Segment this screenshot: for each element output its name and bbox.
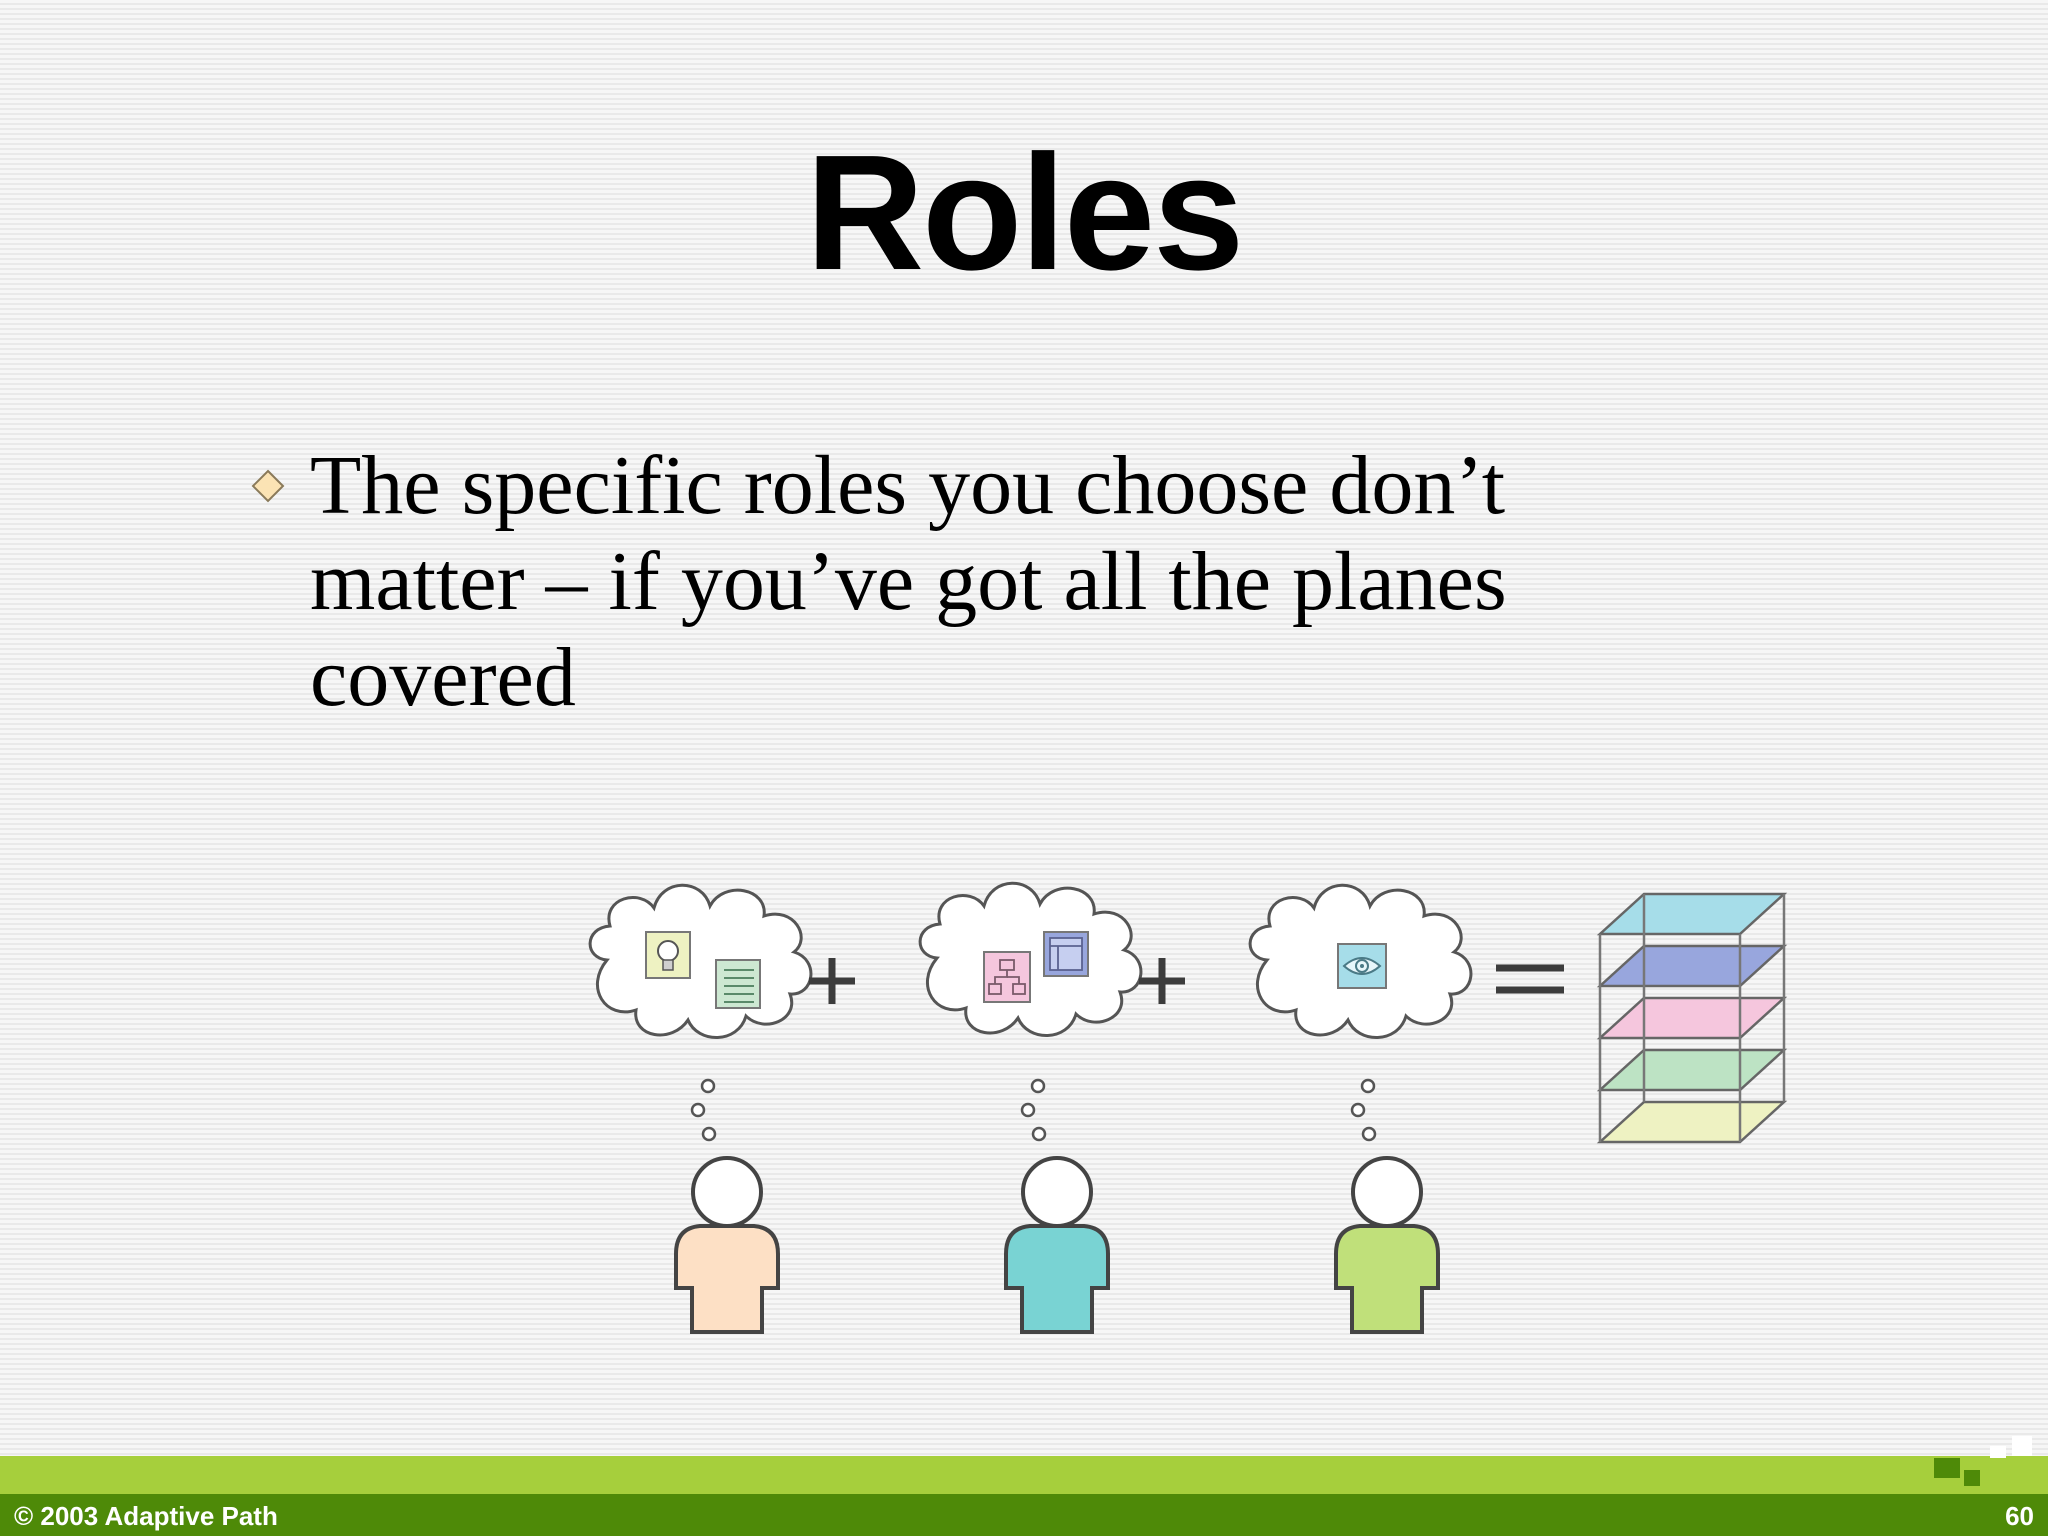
plane-layer <box>1596 996 1788 1040</box>
person-figure <box>1334 1156 1440 1334</box>
person-body <box>1334 1224 1440 1334</box>
wireframe-icon <box>1043 931 1089 977</box>
thought-bubbles <box>690 1078 717 1142</box>
thought-cloud <box>588 883 813 1040</box>
footer-copyright: © 2003 Adaptive Path <box>14 1501 278 1531</box>
sitemap-icon <box>983 951 1031 1003</box>
person-body <box>1004 1224 1110 1334</box>
thought-bubbles <box>1350 1078 1377 1142</box>
slide-title: Roles <box>805 121 1245 304</box>
page-number: 60 <box>2005 1501 2034 1531</box>
plus-operator <box>809 958 855 1004</box>
person-figure <box>1004 1156 1110 1334</box>
lightbulb-icon <box>645 931 691 979</box>
footer-dark-band <box>0 1494 2048 1536</box>
footer-decoration <box>1964 1470 1980 1486</box>
plane-layer <box>1596 892 1788 936</box>
thought-bubbles <box>1020 1078 1047 1142</box>
plane-layer <box>1596 944 1788 988</box>
role-2 <box>918 881 1143 1334</box>
diamond-bullet-icon <box>251 469 285 503</box>
plane-layer <box>1596 1100 1788 1144</box>
role-1 <box>588 883 813 1334</box>
bullet-item: The specific roles you choose don’t matt… <box>310 439 1507 724</box>
footer-decoration <box>1990 1446 2006 1458</box>
person-figure <box>674 1156 780 1334</box>
footer-decoration <box>2012 1436 2032 1456</box>
plus-operator <box>1139 958 1185 1004</box>
eye-icon <box>1337 943 1387 989</box>
planes-stack <box>1596 892 1788 1144</box>
role-3 <box>1248 883 1473 1334</box>
plane-layer <box>1596 1048 1788 1092</box>
footer-decoration <box>1934 1458 1960 1478</box>
roles-illustration <box>588 881 1788 1334</box>
equals-operator <box>1496 964 1564 994</box>
person-body <box>674 1224 780 1334</box>
list-icon <box>715 959 761 1009</box>
planes-frame <box>1598 894 1786 1142</box>
footer-light-band <box>0 1456 2048 1494</box>
